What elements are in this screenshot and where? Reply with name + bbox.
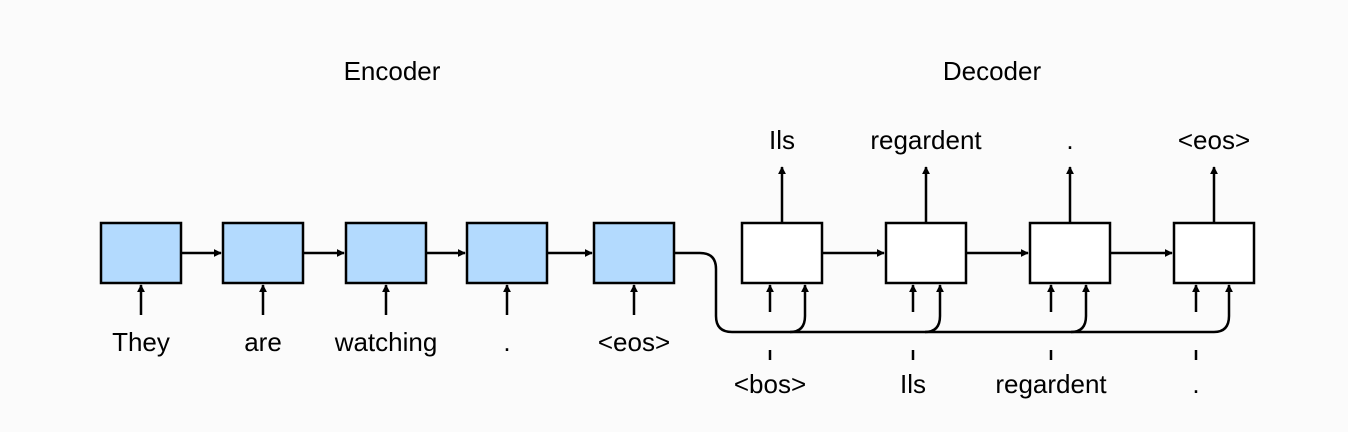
encoder-cell-2: [221, 221, 305, 285]
encoder-input-token: .: [503, 327, 511, 357]
context-bus: [674, 251, 1233, 334]
decoder-cell-4: [1172, 221, 1256, 285]
decoder-cell-3: [1028, 221, 1112, 285]
decoder-input-token: <bos>: [733, 369, 807, 399]
decoder-input-token: regardent: [995, 369, 1107, 399]
encoder-input-token: watching: [334, 327, 438, 357]
encoder-input-token: <eos>: [597, 327, 671, 357]
decoder-cell-2: [884, 221, 968, 285]
encoder-input-token: They: [112, 327, 170, 357]
context-branch-1: [789, 284, 809, 334]
encoder-title: Encoder: [343, 56, 441, 86]
encoder-cell-1: [99, 221, 183, 285]
encoder-input-token: are: [244, 327, 282, 357]
decoder-cell-1: [740, 221, 824, 285]
decoder-output-token: .: [1066, 125, 1074, 155]
decoder-output-token: Ils: [769, 125, 795, 155]
context-branch-2: [924, 284, 944, 334]
decoder-input-token: .: [1192, 369, 1200, 399]
decoder-title: Decoder: [942, 56, 1042, 86]
decoder-input-token: Ils: [900, 369, 926, 399]
decoder-output-token: <eos>: [1177, 125, 1251, 155]
encoder-cell-5: [592, 221, 676, 285]
context-branch-3: [1070, 284, 1090, 334]
decoder-output-token: regardent: [870, 125, 982, 155]
encoder-cell-3: [344, 221, 428, 285]
encoder-cell-4: [465, 221, 549, 285]
